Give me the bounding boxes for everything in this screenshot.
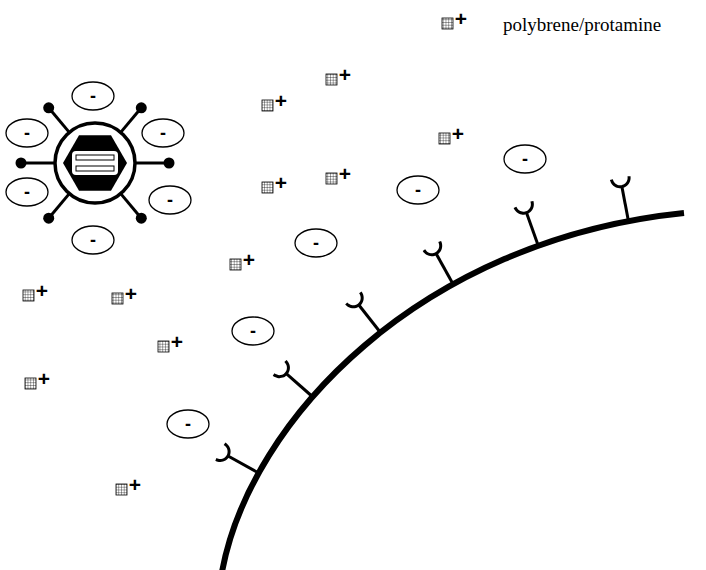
ellipse-shape — [167, 410, 209, 438]
ellipse-shape — [6, 178, 48, 206]
receptor — [216, 444, 259, 473]
charge-ellipse: - — [5, 177, 49, 207]
receptor-stalk — [359, 305, 381, 333]
receptor-stalk — [286, 374, 312, 397]
ellipse-shape — [397, 176, 439, 204]
receptor-cup — [274, 361, 289, 377]
receptor-cup — [346, 292, 362, 306]
polycation-symbol — [112, 293, 123, 304]
charge-sign: - — [231, 316, 275, 346]
polycation-symbol — [116, 484, 127, 495]
receptor-cup — [611, 176, 629, 187]
envelope-spikes — [23, 108, 167, 218]
genome-strand — [76, 166, 114, 171]
spike-head — [43, 102, 54, 113]
charge-sign: + — [243, 249, 255, 270]
charge-sign: + — [129, 474, 141, 495]
polycation-symbols — [23, 18, 453, 495]
receptor-stalk — [228, 456, 259, 473]
spike — [135, 162, 167, 165]
charge-sign: + — [38, 368, 50, 389]
ellipse-shape — [6, 119, 48, 147]
receptor-stalk — [622, 187, 629, 221]
charge-sign: - — [396, 175, 440, 205]
polycation-symbol — [158, 341, 169, 352]
ellipse-shape — [149, 186, 191, 214]
spike-head — [16, 158, 27, 169]
charge-sign: - — [141, 118, 185, 148]
charge-sign: + — [339, 64, 351, 85]
polycation-symbol — [439, 133, 450, 144]
genome-strand — [76, 155, 114, 160]
charge-ellipse: - — [148, 185, 192, 215]
charge-ellipse: - — [71, 225, 115, 255]
charge-ellipse: - — [231, 316, 275, 346]
charge-ellipse: - — [166, 409, 210, 439]
ellipse-shape — [504, 145, 546, 173]
charge-sign: + — [339, 163, 351, 184]
polycation-symbol — [262, 182, 273, 193]
ellipse-shape — [72, 82, 114, 110]
spike-head — [136, 102, 147, 113]
polycation-symbol — [442, 18, 453, 29]
ellipse-shape — [295, 229, 337, 257]
polycation-symbol — [326, 74, 337, 85]
charge-sign: - — [294, 228, 338, 258]
charge-sign: + — [36, 280, 48, 301]
charge-ellipse: - — [503, 144, 547, 174]
receptor-cup — [216, 444, 229, 461]
spike-head — [164, 158, 175, 169]
receptor-stalk — [527, 213, 539, 246]
charge-sign: - — [503, 144, 547, 174]
receptor — [424, 241, 453, 284]
receptor-group — [216, 176, 629, 473]
polycation-symbol — [230, 259, 241, 270]
capsid — [63, 135, 127, 190]
charge-ellipse: - — [141, 118, 185, 148]
ellipse-shape — [232, 317, 274, 345]
spike-head — [136, 213, 147, 224]
charge-sign: + — [125, 283, 137, 304]
receptor — [611, 176, 629, 221]
capsid-core — [72, 151, 118, 175]
polycation-symbol — [262, 100, 273, 111]
charge-sign: - — [5, 177, 49, 207]
ellipse-shape — [142, 119, 184, 147]
receptor-cup — [515, 201, 532, 213]
charge-ellipse: - — [71, 81, 115, 111]
receptor — [274, 361, 313, 397]
charge-ellipse: - — [294, 228, 338, 258]
spike-head — [43, 213, 54, 224]
charge-sign: - — [71, 225, 115, 255]
receptor-stalk — [436, 254, 453, 285]
polycation-symbol — [25, 378, 36, 389]
charge-sign: - — [166, 409, 210, 439]
receptor — [515, 201, 538, 245]
viral-envelope — [55, 123, 135, 203]
charge-sign: - — [5, 118, 49, 148]
polycation-symbol — [23, 290, 34, 301]
receptor-cup — [424, 241, 441, 254]
cell-membrane — [222, 213, 684, 570]
spike — [23, 162, 55, 165]
charge-sign: + — [275, 172, 287, 193]
charge-sign: - — [71, 81, 115, 111]
charge-sign: + — [275, 90, 287, 111]
ellipse-shape — [72, 226, 114, 254]
legend-text: polybrene/protamine — [503, 15, 661, 34]
charge-sign: - — [148, 185, 192, 215]
charge-sign: + — [171, 331, 183, 352]
charge-sign: + — [455, 8, 467, 29]
polycation-symbol — [326, 173, 337, 184]
receptor — [346, 292, 380, 332]
charge-ellipse: - — [5, 118, 49, 148]
charge-ellipse: - — [396, 175, 440, 205]
charge-sign: + — [452, 123, 464, 144]
